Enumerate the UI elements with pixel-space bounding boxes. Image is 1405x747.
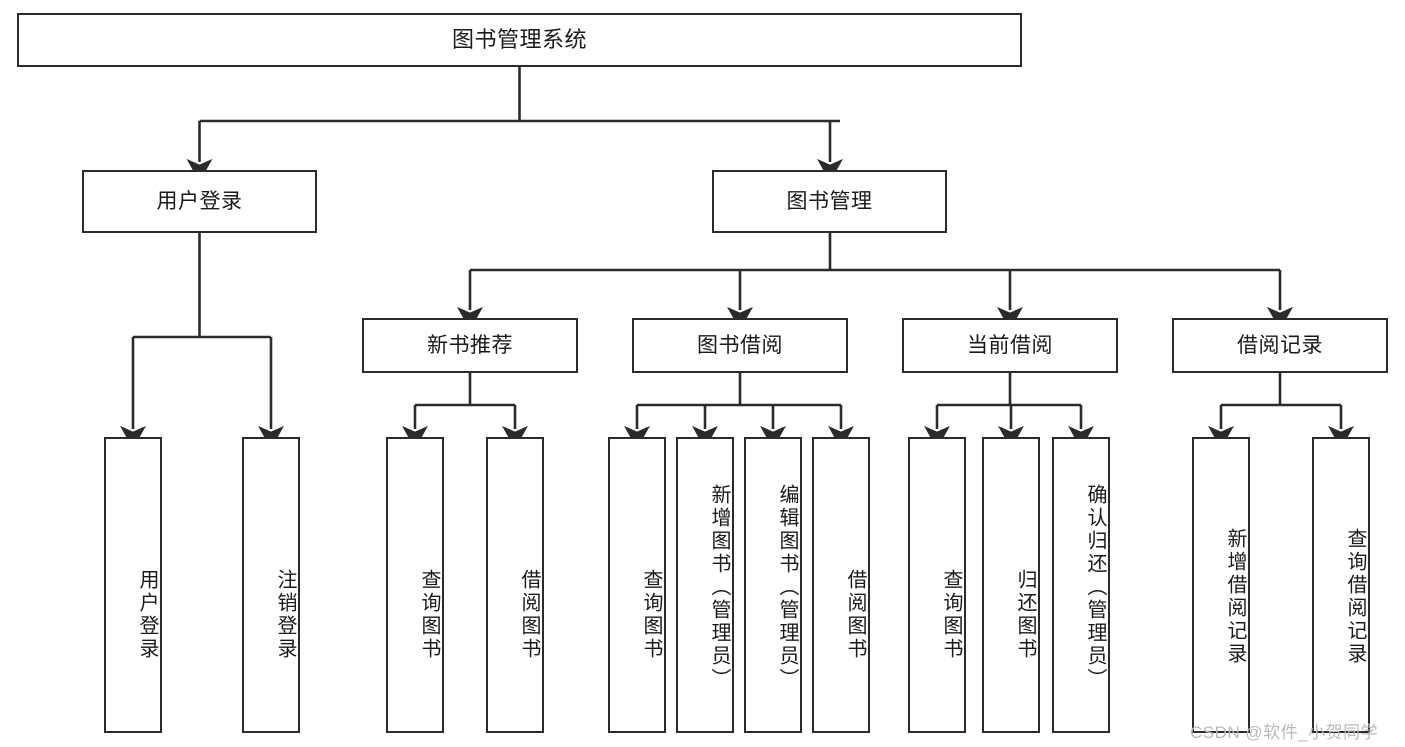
leaf-query-book-recommend[interactable]: 查询图书 [386,437,444,733]
leaf-label: 新增图书（管理员） [708,484,730,691]
node-new-book-recommend[interactable]: 新书推荐 [362,318,578,373]
node-current-borrow[interactable]: 当前借阅 [902,318,1118,373]
leaf-add-book-admin[interactable]: 新增图书（管理员） [676,437,734,733]
leaf-label: 借阅图书 [844,569,866,661]
leaf-label: 查询图书 [640,569,662,661]
node-label: 当前借阅 [967,333,1053,357]
leaf-edit-book-admin[interactable]: 编辑图书（管理员） [744,437,802,733]
leaf-user-login[interactable]: 用户登录 [104,437,162,733]
leaf-label: 查询图书 [418,569,440,661]
node-label: 图书管理系统 [451,26,587,52]
leaf-label: 确认归还（管理员） [1084,484,1106,691]
leaf-confirm-return-admin[interactable]: 确认归还（管理员） [1052,437,1110,733]
leaf-label: 编辑图书（管理员） [776,484,798,691]
node-book-borrow[interactable]: 图书借阅 [632,318,848,373]
node-label: 图书管理 [786,189,873,213]
node-borrow-record[interactable]: 借阅记录 [1172,318,1388,373]
leaf-label: 借阅图书 [518,569,540,661]
node-root-system[interactable]: 图书管理系统 [17,13,1022,67]
leaf-query-borrow-record[interactable]: 查询借阅记录 [1312,437,1370,733]
leaf-return-book[interactable]: 归还图书 [982,437,1040,733]
leaf-label: 注销登录 [274,569,296,661]
leaf-label: 用户登录 [136,569,158,661]
node-user-login[interactable]: 用户登录 [82,170,317,233]
node-label: 新书推荐 [427,333,513,357]
leaf-borrow-book[interactable]: 借阅图书 [812,437,870,733]
leaf-query-book-borrow[interactable]: 查询图书 [608,437,666,733]
leaf-borrow-book-recommend[interactable]: 借阅图书 [486,437,544,733]
node-label: 借阅记录 [1237,333,1323,357]
node-label: 图书借阅 [697,333,783,357]
leaf-label: 新增借阅记录 [1224,528,1246,666]
leaf-label: 查询图书 [940,569,962,661]
node-label: 用户登录 [156,189,243,213]
leaf-query-book-current[interactable]: 查询图书 [908,437,966,733]
leaf-label: 查询借阅记录 [1344,528,1366,666]
leaf-logout[interactable]: 注销登录 [242,437,300,733]
leaf-label: 归还图书 [1014,569,1036,661]
leaf-add-borrow-record[interactable]: 新增借阅记录 [1192,437,1250,733]
node-book-manage[interactable]: 图书管理 [712,170,947,233]
